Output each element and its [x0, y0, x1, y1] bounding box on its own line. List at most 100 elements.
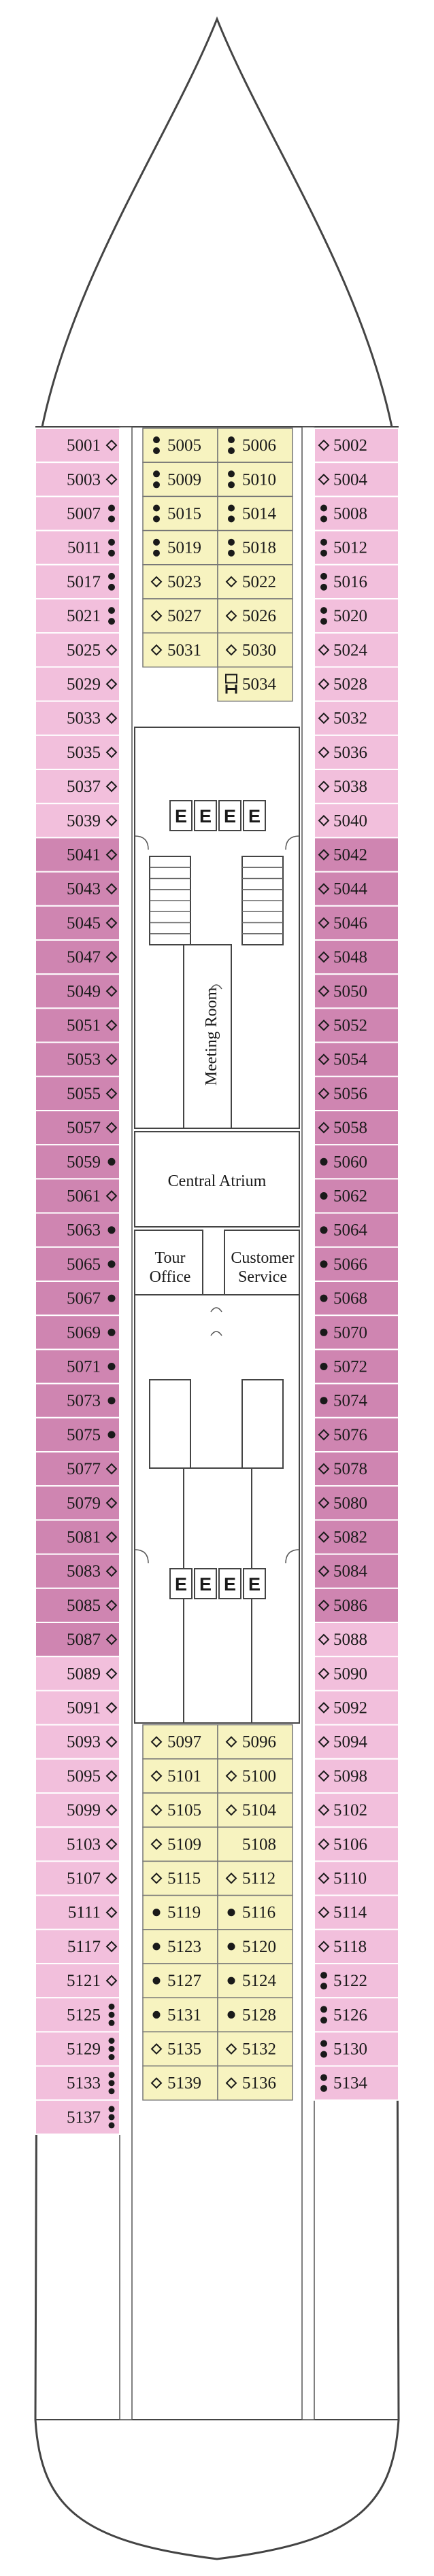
- cabin-5134[interactable]: 5134: [314, 2065, 399, 2101]
- cabin-5139[interactable]: 5139: [142, 2065, 218, 2101]
- cabin-5027[interactable]: 5027: [142, 598, 218, 633]
- cabin-5048[interactable]: 5048: [314, 939, 399, 975]
- cabin-5121[interactable]: 5121: [35, 1963, 120, 1999]
- elevator-icon[interactable]: E: [169, 800, 193, 831]
- cabin-5043[interactable]: 5043: [35, 871, 120, 907]
- cabin-5084[interactable]: 5084: [314, 1553, 399, 1589]
- cabin-5061[interactable]: 5061: [35, 1178, 120, 1214]
- cabin-5044[interactable]: 5044: [314, 871, 399, 907]
- cabin-5137[interactable]: 5137: [35, 2099, 120, 2136]
- cabin-5031[interactable]: 5031: [142, 632, 218, 668]
- cabin-5024[interactable]: 5024: [314, 632, 399, 668]
- cabin-5080[interactable]: 5080: [314, 1485, 399, 1521]
- cabin-5047[interactable]: 5047: [35, 939, 120, 975]
- cabin-5046[interactable]: 5046: [314, 905, 399, 941]
- cabin-5003[interactable]: 5003: [35, 462, 120, 498]
- cabin-5054[interactable]: 5054: [314, 1041, 399, 1077]
- cabin-5042[interactable]: 5042: [314, 837, 399, 873]
- cabin-5074[interactable]: 5074: [314, 1382, 399, 1418]
- cabin-5052[interactable]: 5052: [314, 1007, 399, 1043]
- cabin-5108[interactable]: 5108: [217, 1826, 293, 1862]
- cabin-5130[interactable]: 5130: [314, 2031, 399, 2067]
- cabin-5129[interactable]: 5129: [35, 2031, 120, 2067]
- cabin-5010[interactable]: 5010: [217, 462, 293, 498]
- cabin-5066[interactable]: 5066: [314, 1246, 399, 1283]
- cabin-5062[interactable]: 5062: [314, 1178, 399, 1214]
- cabin-5078[interactable]: 5078: [314, 1451, 399, 1487]
- cabin-5049[interactable]: 5049: [35, 973, 120, 1009]
- cabin-5006[interactable]: 5006: [217, 428, 293, 463]
- elevator-icon[interactable]: E: [194, 1568, 217, 1599]
- cabin-5012[interactable]: 5012: [314, 529, 399, 565]
- cabin-5109[interactable]: 5109: [142, 1826, 218, 1862]
- cabin-5023[interactable]: 5023: [142, 564, 218, 599]
- cabin-5017[interactable]: 5017: [35, 563, 120, 599]
- cabin-5077[interactable]: 5077: [35, 1451, 120, 1487]
- cabin-5040[interactable]: 5040: [314, 803, 399, 839]
- cabin-5011[interactable]: 5011: [35, 529, 120, 565]
- cabin-5056[interactable]: 5056: [314, 1075, 399, 1112]
- cabin-5014[interactable]: 5014: [217, 495, 293, 532]
- cabin-5035[interactable]: 5035: [35, 734, 120, 771]
- cabin-5090[interactable]: 5090: [314, 1656, 399, 1692]
- cabin-5104[interactable]: 5104: [217, 1792, 293, 1828]
- cabin-5028[interactable]: 5028: [314, 666, 399, 702]
- cabin-5135[interactable]: 5135: [142, 2031, 218, 2067]
- cabin-5127[interactable]: 5127: [142, 1963, 218, 1998]
- cabin-5081[interactable]: 5081: [35, 1519, 120, 1555]
- cabin-5004[interactable]: 5004: [314, 462, 399, 498]
- cabin-5124[interactable]: 5124: [217, 1963, 293, 1998]
- cabin-5103[interactable]: 5103: [35, 1826, 120, 1862]
- elevator-icon[interactable]: E: [194, 800, 217, 831]
- cabin-5057[interactable]: 5057: [35, 1110, 120, 1146]
- cabin-5068[interactable]: 5068: [314, 1281, 399, 1317]
- cabin-5034[interactable]: 5034: [217, 666, 293, 702]
- cabin-5039[interactable]: 5039: [35, 803, 120, 839]
- cabin-5041[interactable]: 5041: [35, 837, 120, 873]
- cabin-5073[interactable]: 5073: [35, 1382, 120, 1418]
- cabin-5122[interactable]: 5122: [314, 1963, 399, 1999]
- cabin-5063[interactable]: 5063: [35, 1212, 120, 1248]
- cabin-5009[interactable]: 5009: [142, 462, 218, 498]
- cabin-5106[interactable]: 5106: [314, 1826, 399, 1862]
- cabin-5025[interactable]: 5025: [35, 632, 120, 668]
- cabin-5085[interactable]: 5085: [35, 1587, 120, 1624]
- cabin-5094[interactable]: 5094: [314, 1724, 399, 1760]
- cabin-5125[interactable]: 5125: [35, 1997, 120, 2033]
- cabin-5064[interactable]: 5064: [314, 1212, 399, 1248]
- cabin-5102[interactable]: 5102: [314, 1792, 399, 1828]
- cabin-5007[interactable]: 5007: [35, 495, 120, 532]
- cabin-5096[interactable]: 5096: [217, 1724, 293, 1760]
- cabin-5083[interactable]: 5083: [35, 1553, 120, 1589]
- cabin-5008[interactable]: 5008: [314, 495, 399, 532]
- cabin-5033[interactable]: 5033: [35, 700, 120, 736]
- cabin-5105[interactable]: 5105: [142, 1792, 218, 1828]
- cabin-5026[interactable]: 5026: [217, 598, 293, 633]
- cabin-5123[interactable]: 5123: [142, 1929, 218, 1964]
- cabin-5095[interactable]: 5095: [35, 1758, 120, 1794]
- elevator-icon[interactable]: E: [243, 1568, 266, 1599]
- cabin-5133[interactable]: 5133: [35, 2065, 120, 2101]
- cabin-5131[interactable]: 5131: [142, 1997, 218, 2033]
- elevator-icon[interactable]: E: [243, 800, 266, 831]
- cabin-5107[interactable]: 5107: [35, 1860, 120, 1896]
- elevator-icon[interactable]: E: [218, 1568, 241, 1599]
- cabin-5030[interactable]: 5030: [217, 632, 293, 668]
- cabin-5065[interactable]: 5065: [35, 1246, 120, 1283]
- cabin-5019[interactable]: 5019: [142, 529, 218, 565]
- cabin-5120[interactable]: 5120: [217, 1929, 293, 1964]
- cabin-5050[interactable]: 5050: [314, 973, 399, 1009]
- cabin-5018[interactable]: 5018: [217, 529, 293, 565]
- cabin-5055[interactable]: 5055: [35, 1075, 120, 1112]
- cabin-5088[interactable]: 5088: [314, 1622, 399, 1658]
- elevator-icon[interactable]: E: [169, 1568, 193, 1599]
- cabin-5111[interactable]: 5111: [35, 1894, 120, 1930]
- cabin-5093[interactable]: 5093: [35, 1724, 120, 1760]
- cabin-5002[interactable]: 5002: [314, 428, 399, 464]
- cabin-5051[interactable]: 5051: [35, 1007, 120, 1043]
- cabin-5016[interactable]: 5016: [314, 563, 399, 599]
- cabin-5001[interactable]: 5001: [35, 428, 120, 464]
- cabin-5070[interactable]: 5070: [314, 1315, 399, 1351]
- cabin-5089[interactable]: 5089: [35, 1656, 120, 1692]
- cabin-5059[interactable]: 5059: [35, 1144, 120, 1180]
